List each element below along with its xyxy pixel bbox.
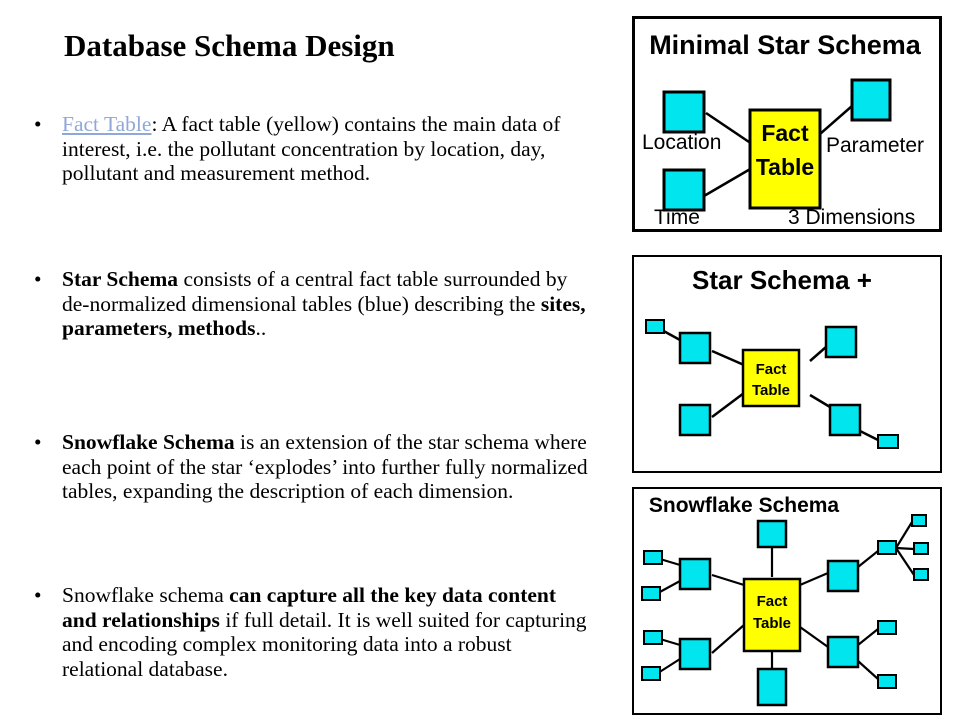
sub-dimension-table xyxy=(643,630,663,645)
dimension-table-parameter xyxy=(850,78,892,122)
connector-line xyxy=(657,658,681,674)
connector-line xyxy=(657,580,681,594)
bullet-snowflake-schema: • Snowflake Schema is an extension of th… xyxy=(34,430,594,504)
bullet-text: .. xyxy=(255,316,267,340)
fact-table-label: Table xyxy=(752,382,790,399)
bullet-dot: • xyxy=(34,583,42,607)
connector-line xyxy=(799,571,829,587)
fact-table-label: Table xyxy=(756,154,814,180)
connector-line xyxy=(819,105,853,135)
connector-line xyxy=(711,349,745,367)
connector-line xyxy=(857,628,879,646)
sub-dimension-table xyxy=(877,620,897,635)
connector-lines xyxy=(657,521,915,680)
dimension-table xyxy=(824,325,858,359)
sub-dimension-table xyxy=(911,514,927,527)
star-schema-plus-diagram: Star Schema + Fact Table xyxy=(632,255,942,473)
diagram-title: Minimal Star Schema xyxy=(649,30,922,60)
bullet-text: if full detail. It is well suited for ca… xyxy=(62,607,587,681)
connector-line xyxy=(705,111,753,146)
bullet-text: Snowflake schema xyxy=(62,583,230,607)
label-time: Time xyxy=(654,206,700,229)
fact-table xyxy=(741,348,801,408)
dimension-table xyxy=(678,403,712,437)
connector-line xyxy=(809,346,827,362)
bullet-text: is an extension of the star schema where… xyxy=(62,430,588,503)
fact-table xyxy=(742,577,802,653)
connector-line xyxy=(859,429,879,442)
connector-line xyxy=(895,547,915,576)
bullet-bold-text: Star Schema xyxy=(62,267,179,291)
connector-line xyxy=(857,550,879,568)
dimension-table xyxy=(828,403,862,437)
sub-dimension-table xyxy=(913,542,929,555)
diagram-title: Star Schema + xyxy=(692,265,872,295)
bullet-bold-text: can capture all the key data content and… xyxy=(62,583,557,632)
connector-line xyxy=(703,166,753,198)
sub-dimension-table xyxy=(877,674,897,689)
connector-line xyxy=(711,392,745,418)
label-parameter: Parameter xyxy=(826,134,924,157)
bullet-star-schema: • Star Schema consists of a central fact… xyxy=(34,267,594,341)
connector-line xyxy=(659,637,681,647)
diagram-title: Snowflake Schema xyxy=(649,494,840,517)
sub-dimension-table xyxy=(913,568,929,581)
fact-table-link[interactable]: Fact Table xyxy=(62,112,152,136)
snowflake-schema-diagram: Snowflake Schema xyxy=(632,487,942,715)
connector-line xyxy=(857,660,879,680)
bullet-bold-text: Snowflake Schema xyxy=(62,430,235,454)
connector-line xyxy=(895,546,915,551)
bullet-dot: • xyxy=(34,112,42,136)
connector-line xyxy=(895,521,913,549)
connector-line xyxy=(799,626,829,648)
connector-line xyxy=(809,393,831,409)
fact-table-label: Table xyxy=(753,615,791,632)
sub-dimension-table xyxy=(877,434,899,449)
bullet-dot: • xyxy=(34,267,42,291)
dimension-table xyxy=(756,519,788,549)
dimension-table xyxy=(756,667,788,707)
dimension-table xyxy=(678,331,712,365)
dimension-table-time xyxy=(662,168,706,212)
minimal-star-schema-diagram: Minimal Star Schema Fact Table Location … xyxy=(632,16,942,232)
bullet-snowflake-capture: • Snowflake schema can capture all the k… xyxy=(34,583,594,681)
bullet-text: consists of a central fact table surroun… xyxy=(62,267,568,316)
connector-line xyxy=(711,624,745,654)
sub-dimension-table xyxy=(645,319,665,334)
connector-line xyxy=(659,557,681,567)
sub-dimension-table xyxy=(643,550,663,565)
bullet-fact-table: • Fact Table: A fact table (yellow) cont… xyxy=(34,112,594,186)
fact-table-label: Fact xyxy=(756,361,787,378)
dimension-table-location xyxy=(662,90,706,134)
dimension-table xyxy=(678,557,712,591)
fact-table-label: Fact xyxy=(761,120,809,146)
fact-table xyxy=(748,108,822,210)
sub-dimension-table xyxy=(641,666,661,681)
dimension-table xyxy=(826,635,860,669)
fact-table-label: Fact xyxy=(757,593,788,610)
sub-dimension-table xyxy=(641,586,661,601)
bullet-bold-text: sites, parameters, methods xyxy=(62,291,586,341)
dimension-table xyxy=(678,637,712,671)
dimension-table xyxy=(826,559,860,593)
connector-lines xyxy=(703,105,853,198)
connector-line xyxy=(711,573,745,587)
page-title: Database Schema Design xyxy=(64,28,395,63)
label-dimensions: 3 Dimensions xyxy=(788,206,915,229)
bullet-dot: • xyxy=(34,430,42,454)
bullet-text: : A fact table (yellow) contains the mai… xyxy=(62,112,561,185)
label-location: Location xyxy=(642,131,721,154)
sub-dimension-table xyxy=(877,540,897,555)
